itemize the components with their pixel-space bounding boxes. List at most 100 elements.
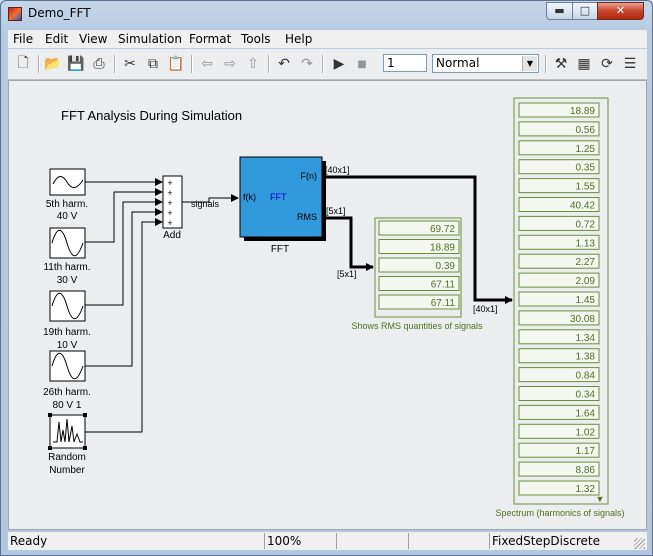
spectrum-display-cell [518,348,600,364]
rms-value: 0.39 [436,261,456,272]
spectrum-value: 1.25 [576,144,596,155]
sine-wave-block-11th[interactable]: 11th harm. 30 V [43,227,91,286]
source-label: 5th harm. [46,199,88,210]
new-model-icon[interactable]: 🗋 [17,55,29,71]
start-simulation-icon[interactable]: ▶ [333,56,345,72]
maximize-button[interactable]: □ [572,2,598,20]
fft-block[interactable]: f(k) FFT F(n) RMS FFT [239,156,326,255]
simulation-mode-select[interactable]: Normal ▼ [432,54,539,73]
spectrum-value: 1.55 [576,182,596,193]
status-empty [336,533,407,549]
resize-grip-icon[interactable] [634,538,645,549]
add-block-label: Add [163,230,181,241]
library-browser-icon[interactable]: ☰ [623,56,637,72]
model-canvas[interactable]: FFT Analysis During Simulation 5th harm.… [8,80,647,530]
status-state: Ready [10,534,48,548]
window-title: Demo_FFT [28,6,91,20]
chevron-down-icon[interactable]: ▼ [522,56,537,71]
spectrum-display-cell [518,215,600,231]
menu-format[interactable]: Format [189,32,232,46]
save-icon[interactable]: 💾 [67,56,85,72]
random-number-block[interactable]: Random Number [48,413,87,476]
rms-wire[interactable] [322,216,374,271]
print-icon[interactable]: ⎙ [93,56,105,72]
spectrum-display-cell [518,253,600,269]
sum-sign: + [167,198,172,208]
spectrum-display-cell [518,404,600,420]
spectrum-display-cell [518,329,600,345]
dimension-label: [5x1] [337,269,357,279]
menu-edit[interactable]: Edit [45,32,69,46]
spectrum-value: 2.09 [576,276,596,287]
back-icon[interactable]: ⇦ [201,56,213,72]
toolbar-separator [191,55,192,73]
rms-caption: Shows RMS quantities of signals [351,321,483,331]
source-wires [85,178,163,433]
spectrum-display-cell [518,234,600,250]
forward-icon[interactable]: ⇨ [224,56,236,72]
rms-value: 67.11 [431,280,456,291]
menu-view[interactable]: View [79,32,108,46]
build-icon[interactable]: ⚒ [554,56,568,72]
sine-wave-block-5th[interactable]: 5th harm. 40 V [46,168,88,222]
up-icon[interactable]: ⇧ [247,56,259,72]
spectrum-value: 0.72 [576,219,596,230]
stop-time-input[interactable]: 1 [383,54,427,72]
spectrum-value: 1.45 [576,295,596,306]
menu-tools[interactable]: Tools [241,32,271,46]
add-block[interactable]: + + + + + Add [162,175,183,241]
source-amplitude: 10 V [57,340,78,351]
spectrum-display-cell [518,386,600,401]
status-zoom: 100% [264,533,335,549]
spectrum-value: 0.84 [576,371,596,382]
update-diagram-icon[interactable]: ▦ [577,56,591,72]
toolbar-separator [38,55,39,73]
source-amplitude: 30 V [57,275,78,286]
spectrum-value: 1.64 [576,408,596,419]
sine-wave-block-26th[interactable]: 26th harm. 80 V 1 [43,350,91,411]
spectrum-display-cell [518,159,600,175]
source-label: 11th harm. [43,262,90,273]
source-amplitude: 80 V 1 [53,400,82,411]
close-button[interactable]: ✕ [597,2,644,20]
open-icon[interactable]: 📂 [44,56,62,72]
spectrum-display-cell [518,461,600,477]
undo-icon[interactable]: ↶ [278,56,290,72]
spectrum-value: 18.89 [570,106,595,117]
title-bar[interactable]: Demo_FFT ▬ □ ✕ [1,1,652,29]
menu-help[interactable]: Help [285,32,313,46]
spectrum-value: 0.56 [576,125,596,136]
minimize-button[interactable]: ▬ [546,2,573,20]
copy-icon[interactable]: ⧉ [148,56,158,72]
rms-display-block[interactable]: Shows RMS quantities of signals 69.7218.… [351,217,483,331]
redo-icon[interactable]: ↷ [301,56,313,72]
toolbar-separator [545,55,546,73]
dimension-label: [40x1] [325,165,350,175]
spectrum-display-cell [518,102,600,118]
model-explorer-icon[interactable]: ⟳ [601,56,613,72]
signals-label: signals [191,199,220,209]
paste-icon[interactable]: 📋 [167,56,185,72]
cut-icon[interactable]: ✂ [124,56,136,72]
spectrum-display-cell [518,367,600,383]
spectrum-value: 40.42 [570,201,595,212]
rms-value: 69.72 [430,224,455,235]
spectrum-value: 1.38 [576,352,596,363]
chevron-down-icon: ▼ [596,494,605,504]
spectrum-display-block[interactable]: ▼ Spectrum (harmonics of signals) 18.890… [495,97,625,518]
menu-file[interactable]: File [13,32,34,46]
sum-sign: + [167,208,172,218]
menu-simulation[interactable]: Simulation [118,32,182,46]
sine-wave-block-19th[interactable]: 19th harm. 10 V [43,290,91,351]
rms-out-port-label: RMS [297,212,317,222]
menu-bar: File Edit View Simulation Format Tools H… [8,30,647,48]
status-bar: Ready 100% FixedStepDiscrete [8,532,647,550]
spectrum-value: 1.17 [576,446,596,457]
spectrum-value: 1.13 [576,238,596,249]
stop-simulation-icon[interactable]: ■ [357,58,367,70]
signals-wire[interactable] [182,194,239,203]
fft-in-port-label: f(k) [243,192,256,202]
fft-out-port-label: F(n) [301,171,318,181]
spectrum-wire[interactable] [322,175,513,304]
